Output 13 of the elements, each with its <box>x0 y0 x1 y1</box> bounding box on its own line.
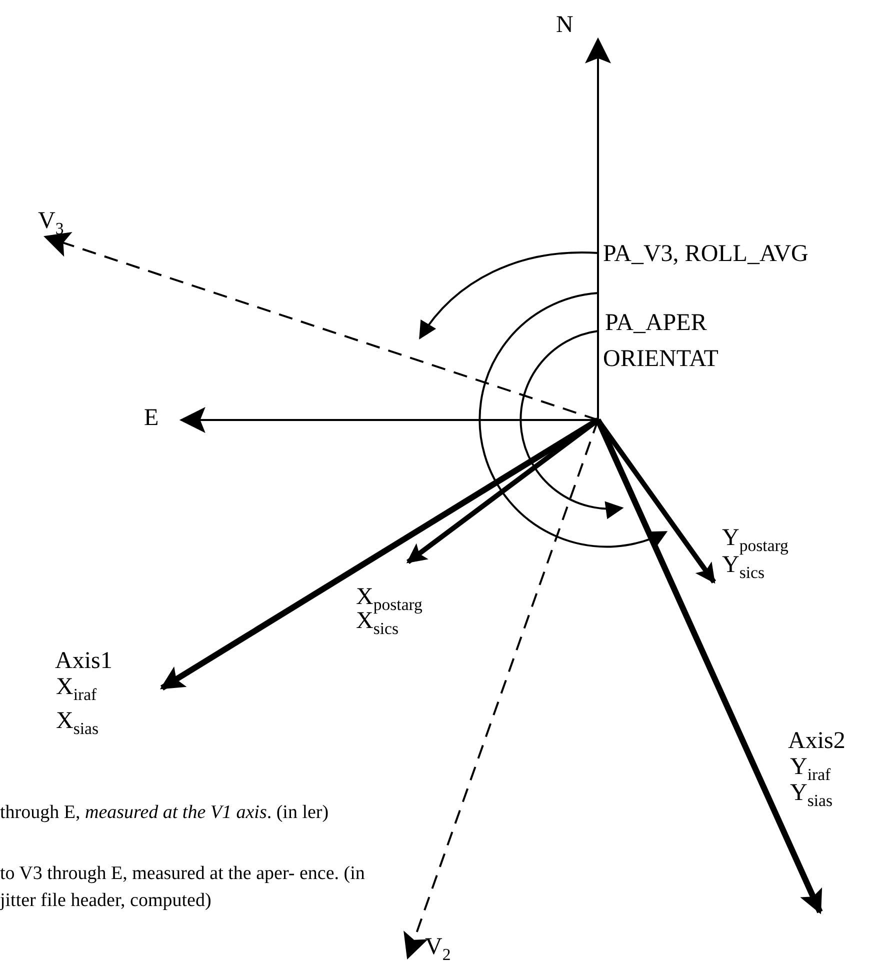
axis-label: X$_{iraf}$ <box>56 674 97 706</box>
axis-label: N <box>556 12 574 38</box>
axis-label: Axis2 <box>788 728 846 754</box>
axis-label: Axis1 <box>55 648 112 674</box>
axis-label: X$_{sias}$ <box>56 708 99 740</box>
note-text: through E, measured at the V1 axis. (in ler) <box>0 801 330 825</box>
axis-label: Y$_{postarg}$ <box>722 525 788 556</box>
angle-label: PA_V3, ROLL_AVG <box>603 241 808 267</box>
axis-label: E <box>144 405 159 431</box>
axis-label: V$_{3}$ <box>38 208 64 240</box>
axis-label: V$_{2}$ <box>425 934 451 966</box>
angle-label: PA_APER <box>605 310 707 336</box>
angle-label: ORIENTAT <box>603 346 718 372</box>
